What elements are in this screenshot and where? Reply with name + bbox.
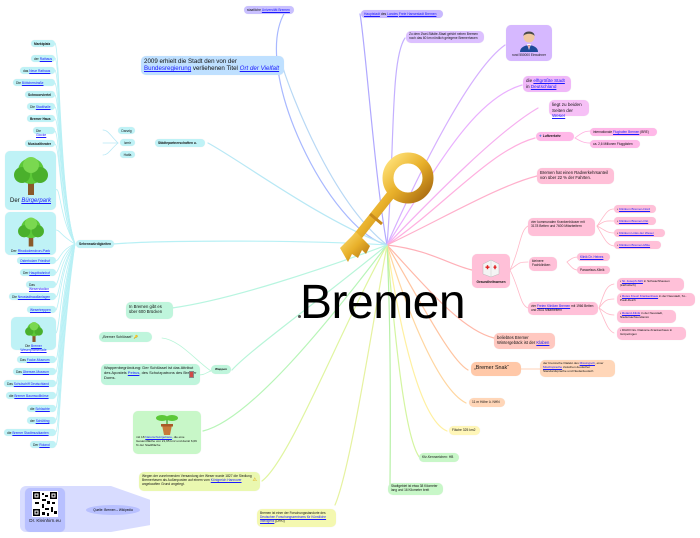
bremer-snak-node[interactable]: „Bremer Snak“: [471, 362, 521, 376]
sight-item-weserpromenade[interactable]: Die Bremer Weserpromenade: [11, 317, 56, 352]
small-clinics-node[interactable]: kleinere Fachkliniken: [529, 257, 557, 271]
coat-of-arms-branch-node[interactable]: Wappen: [211, 365, 231, 374]
weser-node[interactable]: liegt zu beiden Seiten der Weser: [549, 100, 589, 118]
sight-item[interactable]: Die Glocke: [33, 127, 55, 137]
nature-reserve-node[interactable]: mit 18 Naturschutzgebiete, die eine Gesa…: [133, 411, 201, 454]
sight-item[interactable]: Das Weserstadion: [26, 281, 56, 291]
free-hospital-item[interactable]: • Roland-Klinik in der Neustadt, Nieders…: [617, 310, 676, 323]
sight-item-buergerpark[interactable]: Der Bürgerpark: [5, 151, 56, 210]
license-plate-node[interactable]: Kfz-Kennzeichen: HB: [419, 453, 459, 462]
book-icon: [189, 371, 194, 378]
university-node[interactable]: staatliche Universität Bremen: [244, 6, 294, 14]
free-hospitals-node[interactable]: vier Freien Kliniken Bremen mit 1966 Bet…: [528, 302, 598, 315]
coat-of-arms-reason-node[interactable]: Wappenbegründung: Der Schlüssel ist das …: [101, 364, 200, 385]
eleventh-city-node[interactable]: die elftgrößte Stadt in Deutschland: [523, 76, 571, 92]
source-brand-node[interactable]: Dr. Kleinhirn.eu: [25, 488, 65, 532]
source-link-node[interactable]: Quelle: Bremen – Wikipedia: [86, 505, 140, 515]
businessman-icon: [520, 31, 538, 52]
sight-item[interactable]: Musicaltheater: [25, 140, 55, 147]
sight-item[interactable]: Schnoorviertel: [25, 91, 55, 98]
aviation-item[interactable]: ca. 2,6 Millionen Fluggästen: [590, 140, 640, 148]
bicycle-node[interactable]: Bremen hat einen Radverkehrsanteil von ü…: [537, 168, 614, 184]
sight-item[interactable]: der Schütting: [27, 417, 56, 424]
health-branch-node[interactable]: Gesundheitswesen: [472, 254, 510, 288]
sight-item[interactable]: Bremer Haus: [27, 115, 55, 122]
city-extent-node[interactable]: Stadtgebiet ist etwa 38 Kilometer lang u…: [388, 483, 443, 495]
warning-icon: ⚠: [252, 477, 257, 483]
hospital-item[interactable]: • Klinikum Bremen-Mitte: [614, 241, 661, 249]
research-node[interactable]: Bremen ist einer der Forschungsstandorte…: [257, 509, 336, 527]
snak-description-node[interactable]: der bremische Dialekt des Missingsch, ei…: [540, 360, 615, 377]
airplane-icon: ✈: [539, 134, 542, 138]
population-node[interactable]: rund 550000 Einwohner: [506, 25, 552, 61]
tree-icon: [13, 157, 48, 195]
sight-item[interactable]: Das Schulschiff Deutschland: [4, 380, 56, 387]
sight-item[interactable]: Der Roland: [30, 441, 56, 448]
sight-item[interactable]: Wesertreppen: [27, 306, 56, 313]
klaben-node[interactable]: beliebtes Bremer Wintergebäck ist der Kl…: [494, 333, 555, 349]
sights-branch-node[interactable]: Sehenswürdigkeiten: [76, 240, 114, 248]
seedling-icon: [156, 415, 178, 435]
partner-city[interactable]: Haifa: [120, 151, 135, 158]
sight-item[interactable]: die Bremer Baumwollbörse: [6, 392, 56, 399]
capital-node[interactable]: Hauptstadt des Landes Freie Hansestadt B…: [361, 10, 443, 18]
golden-key-icon: [340, 152, 434, 262]
bridges-node[interactable]: In Bremen gibt es über 600 Brücken: [126, 302, 173, 319]
hospital-item[interactable]: • Klinikum Bremen-Ost: [614, 217, 656, 225]
clinic-item[interactable]: Paracelsus-Klinik: [577, 266, 610, 274]
partner-city[interactable]: Danzig: [118, 127, 135, 134]
tree-icon: [17, 217, 44, 247]
partnerships-branch-node[interactable]: Städtepartnerschaften u.: [155, 139, 205, 147]
connector-anchor-dot: [298, 315, 301, 318]
free-hospital-item[interactable]: • Rotes Kreuz Krankenhaus in der Neustad…: [617, 293, 695, 306]
sight-item-rhododendron[interactable]: Der Rhododendron-Park: [5, 212, 56, 255]
tree-icon: [24, 322, 43, 342]
two-city-state-node[interactable]: Zu dem Zwei-Städte-Staat gehört neben Br…: [406, 31, 484, 43]
sight-item[interactable]: Osterholzer Friedhof: [17, 257, 56, 264]
sanding-node[interactable]: Wegen der zunehmenden Versandung der Wes…: [139, 472, 260, 491]
key-icon: 🔑: [133, 335, 139, 339]
sight-item[interactable]: Marktplatz: [31, 40, 55, 47]
sight-item[interactable]: Das Übersee-Museum: [13, 368, 56, 375]
sight-item[interactable]: Der Hauptbahnhof: [20, 269, 56, 276]
sight-item[interactable]: das Neue Rathaus: [20, 67, 55, 74]
ort-der-vielfalt-node[interactable]: 2009 erhielt die Stadt den von der Bunde…: [141, 56, 284, 75]
partner-city[interactable]: Izmir: [120, 139, 135, 146]
qr-code-icon: [32, 491, 58, 517]
first-aid-kit-icon: [482, 259, 500, 278]
area-node[interactable]: Fläche 325 km2: [449, 426, 480, 435]
altitude-node[interactable]: 11 m Höhe ü. NHN: [469, 398, 505, 407]
sight-item[interactable]: Die Neustadtswallanlagen: [9, 293, 56, 300]
aviation-item[interactable]: internationale Flughafen Bremen (BRE): [590, 128, 657, 136]
sight-item[interactable]: die Bremer Stadtmusikanten: [4, 429, 56, 436]
free-hospital-item[interactable]: • St. Joseph-Stift in Schwachhausen (kat…: [617, 278, 684, 291]
hospital-item[interactable]: • Klinikum Bremen-Nord: [614, 205, 656, 213]
sight-item[interactable]: Das Focke-Museum: [17, 356, 56, 363]
sight-item[interactable]: Die Stadthalle: [27, 103, 55, 110]
sight-item[interactable]: die Schlachte: [27, 405, 56, 412]
source-brand-label: Dr. Kleinhirn.eu: [29, 518, 61, 523]
aviation-branch-node[interactable]: ✈ Luftverkehr: [536, 132, 574, 141]
municipal-hospitals-node[interactable]: vier kommunalen Krankenhäuser mit 3178 B…: [528, 218, 595, 236]
central-topic-title[interactable]: Bremen: [300, 276, 466, 329]
bremer-key-node[interactable]: „Bremer Schlüssel“ 🔑: [99, 332, 152, 342]
hospital-item[interactable]: • Klinikum Links der Weser: [614, 229, 665, 237]
sight-item[interactable]: der Rathaus: [31, 55, 55, 62]
free-hospital-item[interactable]: • DIAKO Ev. Diakonie-Krankenhaus in Gröp…: [617, 327, 686, 340]
clinic-item[interactable]: Klinik Dr. Heines: [577, 253, 610, 261]
sight-item[interactable]: Die Böttcherstraße: [13, 79, 55, 86]
